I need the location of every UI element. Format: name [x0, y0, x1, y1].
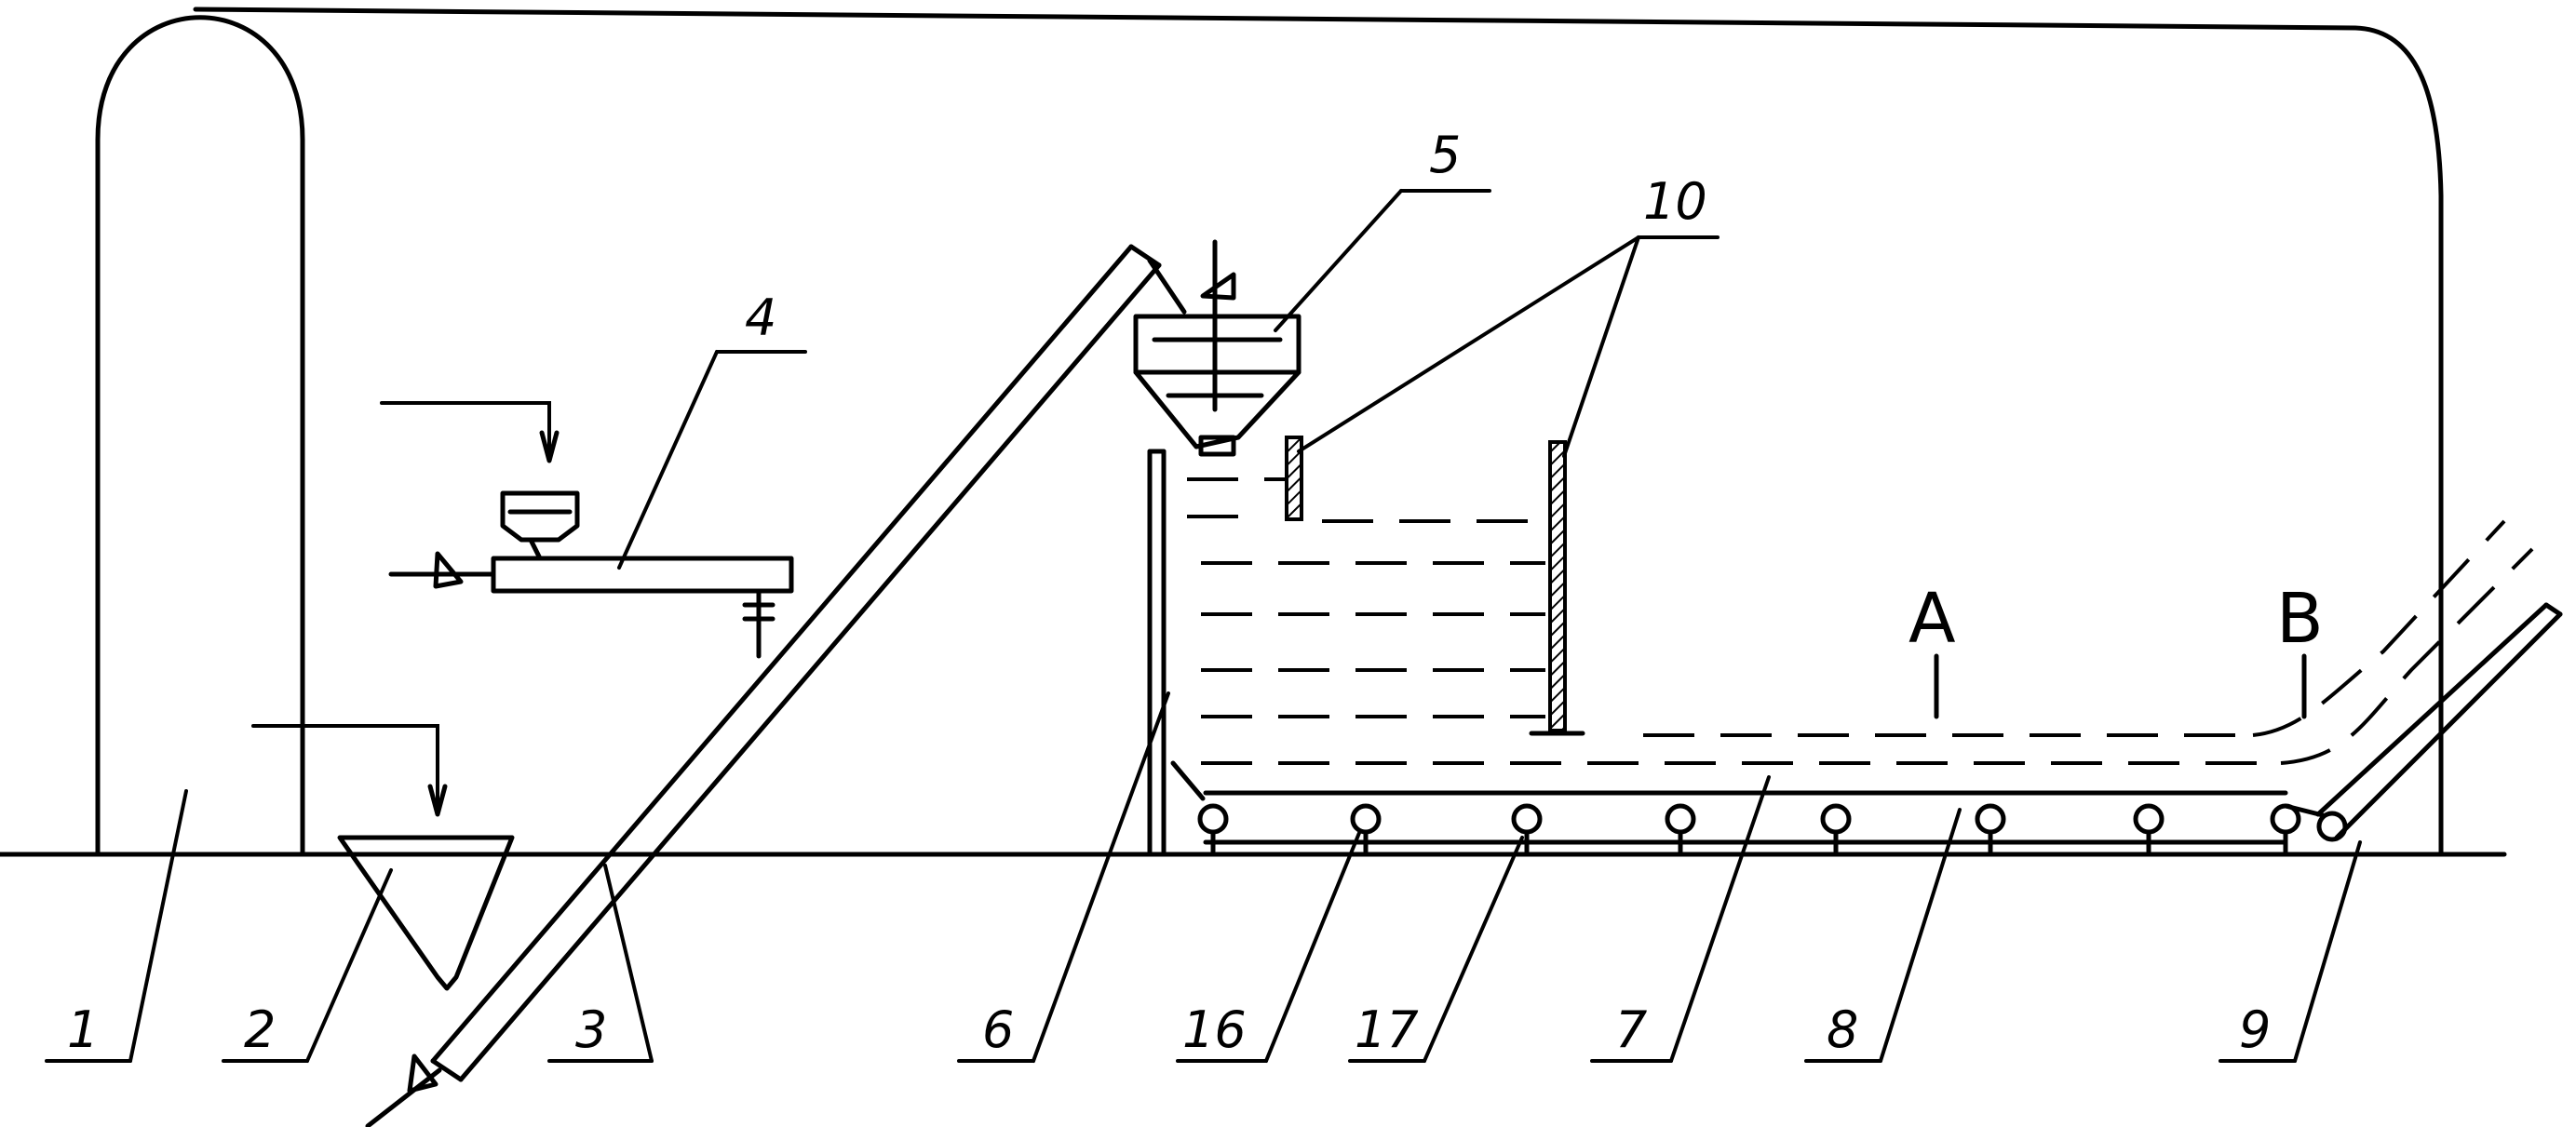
roller-5 [1820, 803, 1852, 854]
settling-tank-6 [1147, 449, 1206, 854]
label-16: 16 [1182, 1000, 1247, 1059]
tank-liquid [1187, 477, 1545, 718]
section-label-a: A [1908, 579, 1956, 659]
roller-3 [1511, 803, 1543, 854]
label-5: 5 [1429, 126, 1461, 184]
label-6: 6 [982, 1000, 1014, 1059]
mixer-hopper-5 [1133, 239, 1301, 457]
discharge-conveyor-9 [2283, 602, 2563, 842]
roller-2 [1350, 803, 1382, 854]
building-outline [95, 15, 305, 857]
label-9: 9 [2239, 1000, 2271, 1059]
label-2: 2 [244, 1000, 276, 1059]
label-10: 10 [1643, 172, 1707, 231]
hopper-2 [337, 835, 515, 991]
roller-8 [2270, 803, 2301, 854]
roller-1 [1197, 803, 1229, 854]
leader-lines [45, 189, 2362, 1063]
channel-liquid-7 [1201, 519, 2534, 765]
inclined-conveyor-3 [365, 244, 1187, 1127]
baffle-10-left [1285, 436, 1303, 521]
building-roof [193, 7, 2444, 857]
label-7: 7 [1615, 1000, 1647, 1059]
baffle-10-right [1548, 440, 1567, 732]
roller-4 [1665, 803, 1696, 854]
hopper-2-arrow [427, 784, 448, 817]
roller-7 [2133, 803, 2165, 854]
section-label-b: B [2276, 579, 2324, 659]
hopper-2-feed-line [251, 724, 439, 812]
screw-feeder-4 [380, 401, 794, 659]
label-8: 8 [1827, 1000, 1858, 1059]
roller-6 [1975, 803, 2006, 854]
label-4: 4 [745, 288, 776, 347]
label-17: 17 [1355, 1000, 1419, 1059]
label-1: 1 [67, 1000, 99, 1059]
belt-conveyor-8 [1197, 790, 2301, 854]
label-3: 3 [575, 1000, 607, 1059]
